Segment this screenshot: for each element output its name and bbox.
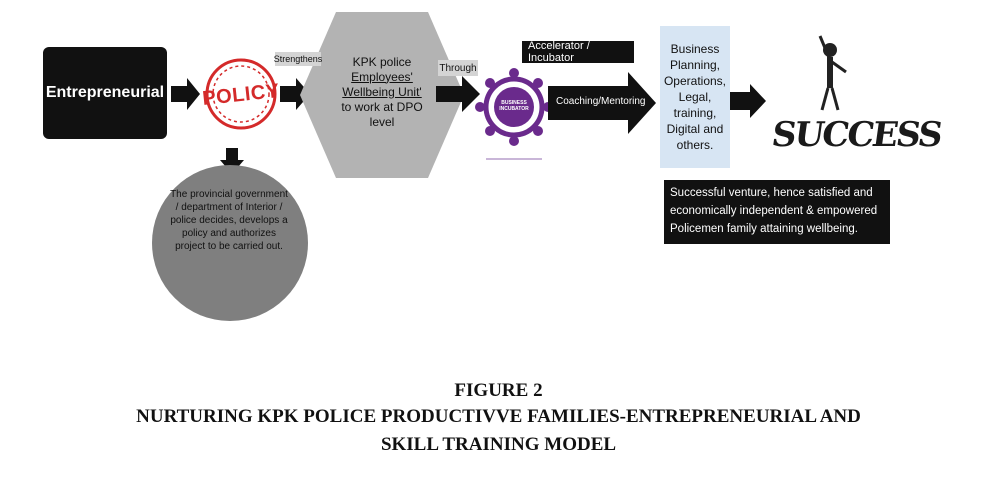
policy-stamp xyxy=(205,58,277,130)
venture-outcome-box: Successful venture, hence satisfied and … xyxy=(664,180,890,244)
arrow-bp-to-success xyxy=(730,84,766,118)
bp-line: Planning, xyxy=(669,58,721,72)
entrepreneurial-label: Entrepreneurial xyxy=(45,84,165,101)
policy-label: POLICY xyxy=(201,79,281,110)
accelerator-label: Accelerator / Incubator xyxy=(522,40,634,64)
wellbeing-unit-hexagon xyxy=(300,12,464,178)
arrow-entre-to-policy xyxy=(171,78,200,110)
business-planning-text: Business Planning, Operations, Legal, tr… xyxy=(664,41,726,153)
coaching-label: Coaching/Mentoring xyxy=(556,96,646,107)
bp-line: others. xyxy=(676,138,714,152)
hexagon-line-5: level xyxy=(369,114,395,129)
bp-line: Legal, xyxy=(678,90,712,104)
strengthens-label: Strengthens xyxy=(273,52,323,66)
success-label: SUCCESS xyxy=(769,115,944,155)
through-label: Through xyxy=(438,60,478,76)
hexagon-line-1: KPK police xyxy=(352,54,412,69)
hexagon-line-2: Employees' xyxy=(351,69,413,84)
business-incubator-logo xyxy=(475,68,553,160)
success-word: SUCCESS xyxy=(769,102,943,168)
arrow-policy-down xyxy=(220,148,244,174)
policy-description-circle xyxy=(152,165,308,321)
bp-line: Digital and xyxy=(666,122,724,136)
bp-line: Business xyxy=(670,42,720,56)
arrow-policy-to-hexagon xyxy=(280,78,310,110)
hexagon-line-3: Wellbeing Unit' xyxy=(342,84,422,99)
entrepreneurial-box: Entrepreneurial xyxy=(43,47,167,139)
wellbeing-unit-text: KPK police Employees' Wellbeing Unit' to… xyxy=(312,42,452,142)
figure-title-line-1: NURTURING KPK POLICE PRODUCTIVVE FAMILIE… xyxy=(136,406,861,427)
incubator-logo-text: BUSINESS INCUBATOR xyxy=(499,100,529,112)
policy-description: The provincial government / department o… xyxy=(170,189,288,252)
arrow-hexagon-to-incubator xyxy=(436,76,480,112)
business-planning-box: Business Planning, Operations, Legal, tr… xyxy=(660,26,730,168)
success-figure xyxy=(818,35,847,111)
arrow-coaching xyxy=(548,72,656,134)
venture-text: Successful venture, hence satisfied and … xyxy=(670,187,878,235)
bp-line: Operations, xyxy=(663,74,727,88)
figure-number: FIGURE 2 xyxy=(454,380,543,401)
figure-title-line-2: SKILL TRAINING MODEL xyxy=(380,434,617,455)
bp-line: training, xyxy=(673,106,717,120)
hexagon-line-4: to work at DPO xyxy=(341,99,423,114)
